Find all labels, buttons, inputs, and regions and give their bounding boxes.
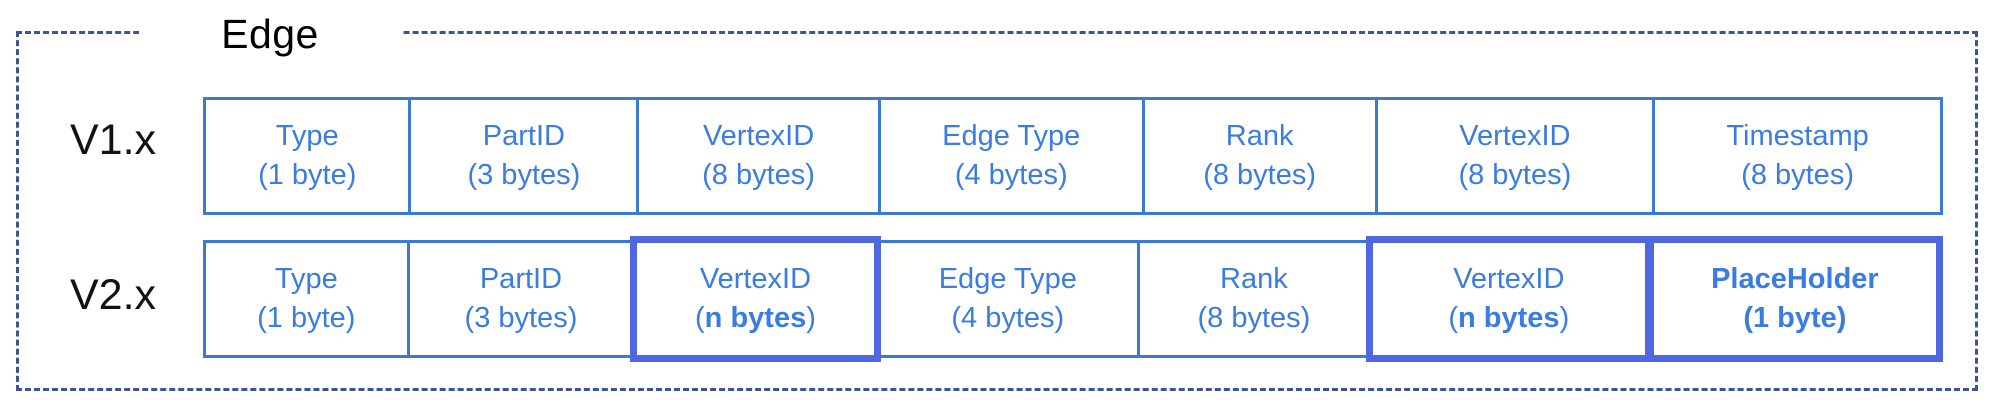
field-size: (3 bytes) — [467, 159, 581, 191]
field-cell-edge-type: Edge Type (4 bytes) — [877, 97, 1145, 215]
field-label: VertexID — [699, 263, 812, 295]
field-label: VertexID — [1453, 263, 1565, 295]
byte-layout-row-v2: Type(1 byte)PartID(3 bytes)VertexID(n by… — [203, 236, 1943, 362]
field-size: (8 bytes) — [1203, 159, 1317, 191]
field-label: PartID — [479, 263, 563, 295]
field-size: (1 byte) — [1743, 302, 1847, 334]
field-cell-rank: Rank (8 bytes) — [1141, 97, 1378, 215]
field-label: Timestamp — [1726, 120, 1869, 152]
field-size: (8 bytes) — [702, 159, 815, 191]
field-size: (8 bytes) — [1458, 159, 1572, 191]
byte-layout-row-v1: Type (1 byte) PartID (3 bytes) VertexID (8 by… — [203, 97, 1943, 215]
field-cell-rank: Rank (8 bytes) — [1137, 240, 1371, 358]
field-label: Edge Type — [938, 263, 1077, 295]
field-cell-partid: PartID (3 bytes) — [406, 240, 636, 358]
field-size: (n bytes) — [1448, 299, 1569, 338]
field-cell-vertexid: VertexID (8 bytes) — [636, 97, 881, 215]
field-size-part: ) — [1559, 302, 1570, 334]
field-cell-type: Type (1 byte) — [203, 240, 410, 358]
field-cell-vertexid: VertexID (8 bytes) — [1374, 97, 1656, 215]
field-cell-timestamp: Timestamp (8 bytes) — [1652, 97, 1943, 215]
field-size: (8 bytes) — [1197, 302, 1311, 334]
field-size: (n bytes) — [695, 299, 816, 338]
field-cell-type: Type (1 byte) — [203, 97, 412, 215]
field-size: (4 bytes) — [951, 302, 1065, 334]
field-cell-placeholder: PlaceHolder (1 byte) — [1646, 236, 1943, 362]
field-size-part: ) — [806, 302, 816, 334]
field-label: Type — [274, 263, 338, 295]
field-size-part: n bytes — [1458, 302, 1560, 334]
field-size-part: ( — [695, 302, 705, 334]
field-cell-partid: PartID (3 bytes) — [408, 97, 640, 215]
field-label: VertexID — [1459, 120, 1571, 152]
row-label-v1: V1.x — [69, 115, 157, 164]
field-label: Edge Type — [942, 120, 1081, 152]
field-size-part: n bytes — [704, 302, 807, 334]
field-label: VertexID — [702, 120, 815, 152]
edge-group-frame: Edge — [16, 6, 1978, 391]
field-size-part: ( — [1448, 302, 1459, 334]
field-cell-vertexid: VertexID (n bytes) — [1365, 236, 1652, 362]
field-label: Rank — [1225, 120, 1294, 152]
field-cell-vertexid: VertexID (n bytes) — [630, 236, 881, 362]
field-size: (1 byte) — [258, 159, 357, 191]
field-size: (8 bytes) — [1741, 159, 1854, 191]
row-label-v2: V2.x — [69, 270, 157, 319]
field-size: (3 bytes) — [464, 302, 578, 334]
field-size: (4 bytes) — [954, 159, 1068, 191]
field-label: Rank — [1220, 263, 1288, 295]
field-cell-edge-type: Edge Type (4 bytes) — [875, 240, 1140, 358]
diagram-title: Edge — [139, 6, 401, 62]
field-size: (1 byte) — [257, 302, 356, 334]
field-label: PartID — [482, 120, 565, 152]
field-label: Type — [275, 120, 339, 152]
field-label: PlaceHolder — [1711, 263, 1879, 295]
